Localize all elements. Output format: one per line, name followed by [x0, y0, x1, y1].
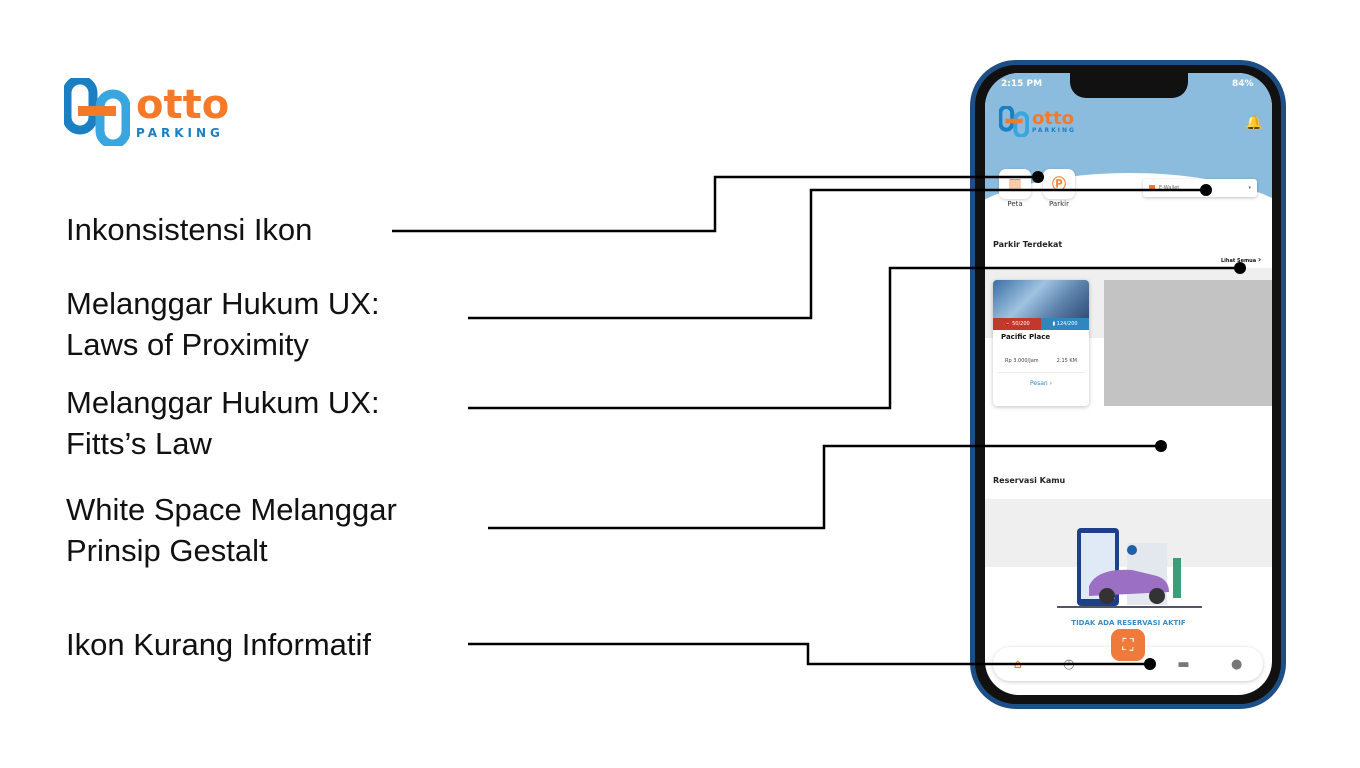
- see-all-label: Lihat Semua: [1221, 258, 1257, 264]
- otto-logo-icon: [999, 106, 1029, 137]
- connector-dot: [1200, 184, 1212, 196]
- map-icon: ▥: [1008, 176, 1022, 192]
- annotation-line: Laws of Proximity: [66, 327, 309, 362]
- connector-2: [468, 188, 1206, 320]
- nearby-title: Parkir Terdekat: [993, 240, 1063, 249]
- logo-word: otto: [136, 82, 230, 128]
- annotation-icon-uninformative: Ikon Kurang Informatif: [66, 624, 371, 665]
- annotation-line: Inkonsistensi Ikon: [66, 212, 313, 247]
- parking-photo: [993, 280, 1089, 318]
- annotation-fitts: Melanggar Hukum UX: Fitts’s Law: [66, 382, 380, 464]
- annotation-icon-inconsistency: Inkonsistensi Ikon: [66, 209, 312, 250]
- connector-3: [468, 266, 1240, 410]
- car-slots: 🚗 50/200: [993, 318, 1041, 330]
- connector-1: [392, 175, 1038, 233]
- parking-card[interactable]: 🚗 50/200▮ 124/200 Pacific Place Rp 3.000…: [993, 280, 1089, 406]
- annotation-line: Melanggar Hukum UX:: [66, 286, 380, 321]
- map-label: Peta: [1007, 200, 1023, 208]
- scan-button[interactable]: ⛶: [1111, 629, 1145, 661]
- parking-label: Parkir: [1049, 200, 1069, 208]
- annotation-line: Fitts’s Law: [66, 426, 212, 461]
- connector-dot: [1234, 262, 1246, 274]
- annotation-line: Melanggar Hukum UX:: [66, 385, 380, 420]
- annotation-line: Prinsip Gestalt: [66, 533, 268, 568]
- connector-dot: [1155, 440, 1167, 452]
- parking-price: Rp 3.000/Jam: [1005, 358, 1039, 364]
- empty-illustration: [1057, 528, 1202, 608]
- logo-sub: PARKING: [1032, 126, 1076, 134]
- scan-icon: ⛶: [1122, 635, 1134, 654]
- logo-word: otto: [1032, 107, 1074, 129]
- moto-slots: ▮ 124/200: [1041, 318, 1089, 330]
- bell-icon[interactable]: 🔔: [1245, 115, 1263, 131]
- annotation-proximity: Melanggar Hukum UX: Laws of Proximity: [66, 283, 380, 365]
- parking-distance: 2.15 KM: [1056, 358, 1077, 364]
- ewallet-label: E-Wallet: [1159, 185, 1180, 191]
- parking-name: Pacific Place: [1001, 333, 1051, 341]
- chevron-right-icon: ›: [1257, 255, 1262, 264]
- order-button[interactable]: Pesan ›: [1029, 380, 1052, 387]
- reservation-title: Reservasi Kamu: [993, 476, 1066, 485]
- annotation-line: Ikon Kurang Informatif: [66, 627, 371, 662]
- phone-notch: [1070, 70, 1188, 98]
- connector-dot: [1144, 658, 1156, 670]
- wallet-icon[interactable]: ▬: [1177, 656, 1190, 672]
- empty-reservation-text: TIDAK ADA RESERVASI AKTIF: [1071, 619, 1186, 627]
- annotation-line: White Space Melanggar: [66, 492, 397, 527]
- logo-sub: PARKING: [136, 126, 224, 140]
- placeholder-card: [1104, 280, 1272, 406]
- connector-dot: [1032, 171, 1044, 183]
- connector-4: [488, 444, 1161, 530]
- otto-logo-icon: [64, 78, 130, 146]
- ewallet-dropdown[interactable]: E-Wallet ▾: [1143, 179, 1257, 197]
- app-logo: otto PARKING: [999, 106, 1076, 137]
- status-battery: 84%: [1232, 79, 1254, 89]
- profile-icon[interactable]: ●: [1230, 656, 1243, 672]
- wallet-icon: [1149, 185, 1155, 191]
- chevron-down-icon: ▾: [1248, 185, 1251, 191]
- status-time: 2:15 PM: [1001, 79, 1043, 89]
- slide-logo: otto PARKING: [64, 78, 229, 146]
- map-button[interactable]: ▥: [999, 169, 1031, 199]
- connector-5: [468, 642, 1150, 666]
- see-all-link[interactable]: Lihat Semua ›: [1221, 255, 1261, 264]
